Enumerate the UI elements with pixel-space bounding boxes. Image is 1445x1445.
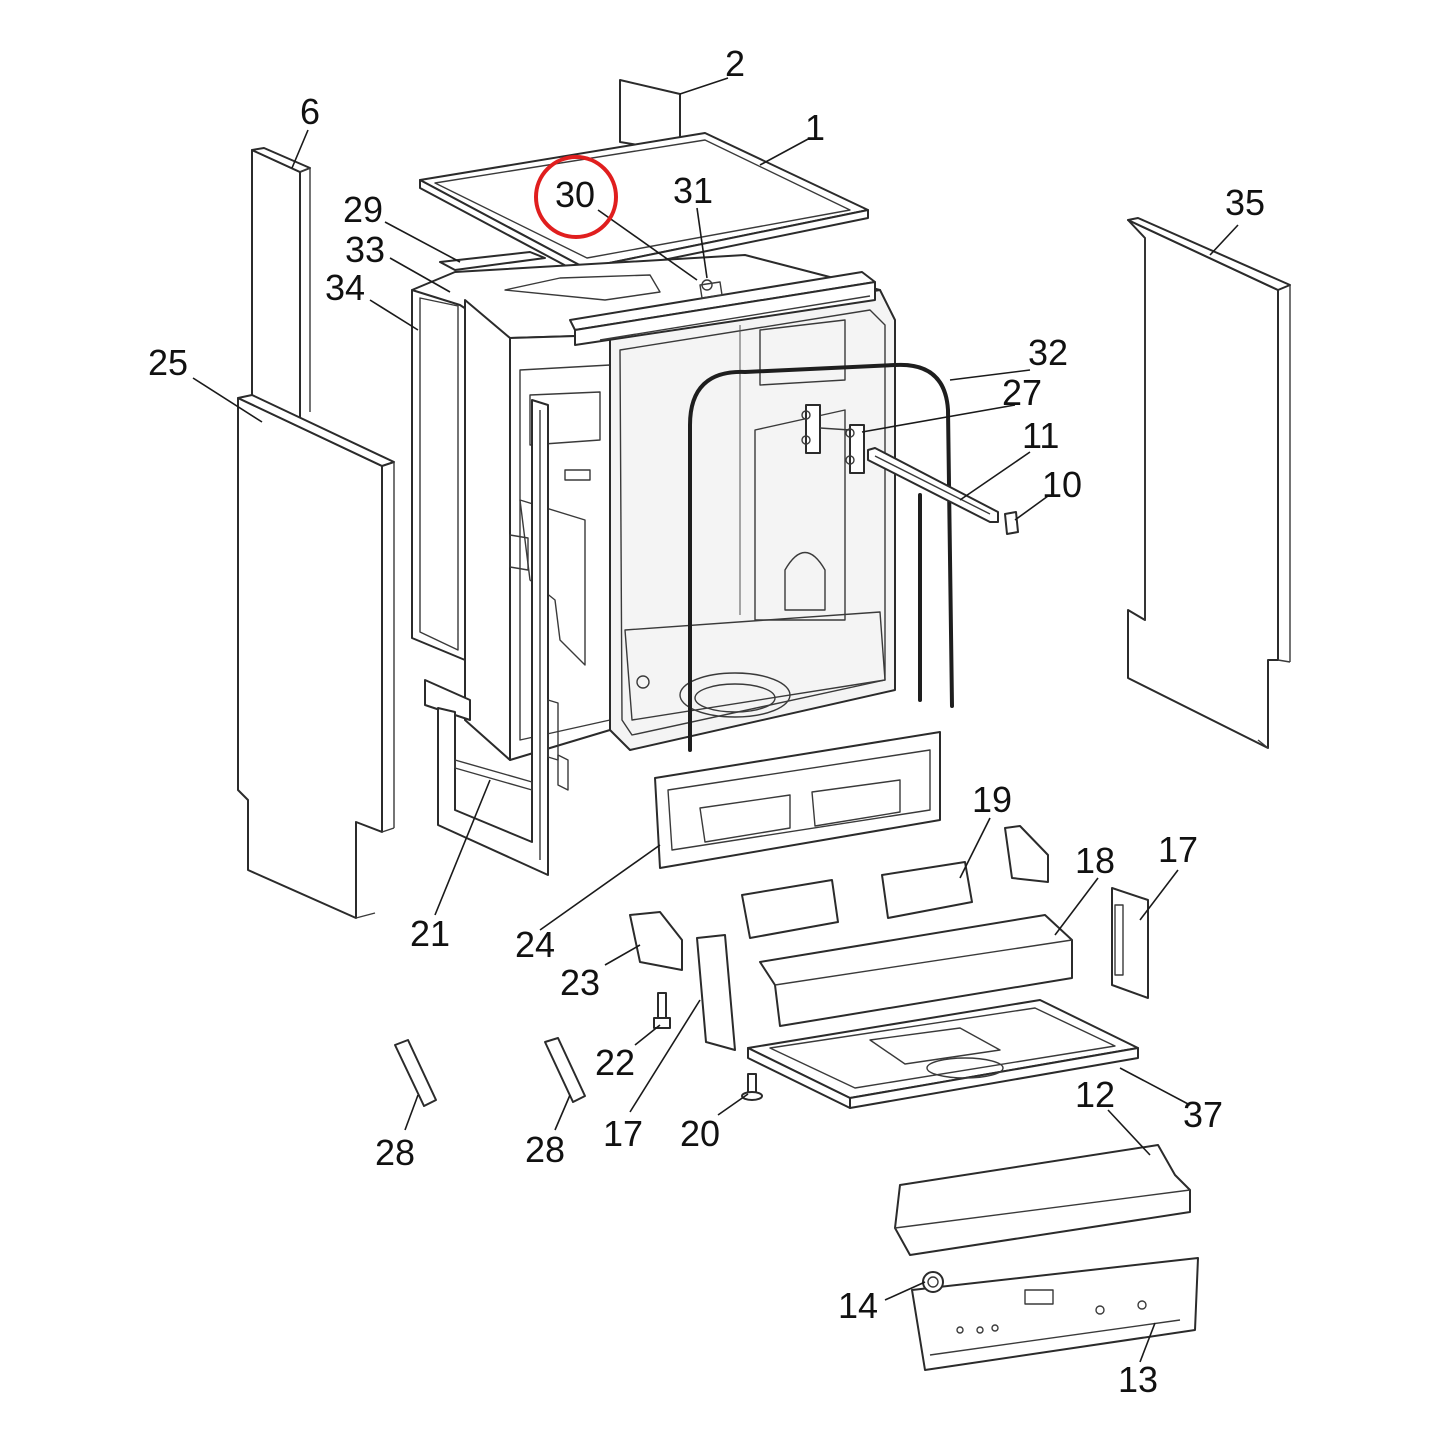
callout-17b: 17 <box>603 1113 643 1154</box>
part-6-side-strip <box>251 147 311 419</box>
part-13-front-plate <box>911 1257 1199 1371</box>
callout-13: 13 <box>1118 1359 1158 1400</box>
callout-1: 1 <box>805 107 825 148</box>
brackets <box>629 825 1149 1051</box>
callout-25: 25 <box>148 342 188 383</box>
part-32-door-seal <box>688 362 954 752</box>
callout-31: 31 <box>673 170 713 211</box>
part-28-legs <box>394 1037 586 1107</box>
callout-22: 22 <box>595 1042 635 1083</box>
callout-19: 19 <box>972 779 1012 820</box>
callout-17a: 17 <box>1158 829 1198 870</box>
callout-21: 21 <box>410 913 450 954</box>
callout-29: 29 <box>343 189 383 230</box>
part-1-worktop <box>419 132 869 277</box>
part-19-pads <box>741 861 973 939</box>
part-24-kick-panel <box>654 731 941 869</box>
part-25-left-panel <box>237 394 395 919</box>
callout-28a: 28 <box>375 1132 415 1173</box>
callout-28b: 28 <box>525 1129 565 1170</box>
callout-37: 37 <box>1183 1094 1223 1135</box>
callout-10: 10 <box>1042 464 1082 505</box>
callout-34: 34 <box>325 267 365 308</box>
callout-2: 2 <box>725 43 745 84</box>
tub <box>569 271 896 751</box>
callout-12: 12 <box>1075 1074 1115 1115</box>
callout-27: 27 <box>1002 372 1042 413</box>
part-12-front-cover <box>894 1144 1191 1256</box>
part-14-grommet <box>922 1271 944 1293</box>
callout-20: 20 <box>680 1113 720 1154</box>
part-37-base-tray <box>747 999 1139 1109</box>
part-10-clip <box>1004 511 1019 535</box>
part-11-rail <box>867 447 999 523</box>
callout-32: 32 <box>1028 332 1068 373</box>
callout-11: 11 <box>1022 415 1059 456</box>
part-35-right-panel <box>1127 217 1291 749</box>
callout-6: 6 <box>300 91 320 132</box>
part-21-frame <box>437 399 569 876</box>
callout-30: 30 <box>555 174 595 215</box>
callout-labels: 1 2 6 29 30 31 33 34 35 25 32 27 11 10 1… <box>148 43 1265 1400</box>
part-27-hinge-brackets <box>801 404 865 474</box>
leader-lines <box>192 77 1239 1363</box>
callout-18: 18 <box>1075 840 1115 881</box>
part-29-strip <box>439 251 546 271</box>
highlight-circle <box>534 155 618 239</box>
callout-33: 33 <box>345 229 385 270</box>
callout-14: 14 <box>838 1285 878 1326</box>
callout-24: 24 <box>515 924 555 965</box>
part-18-base-rail <box>759 914 1073 1027</box>
callout-35: 35 <box>1225 182 1265 223</box>
callout-23: 23 <box>560 962 600 1003</box>
